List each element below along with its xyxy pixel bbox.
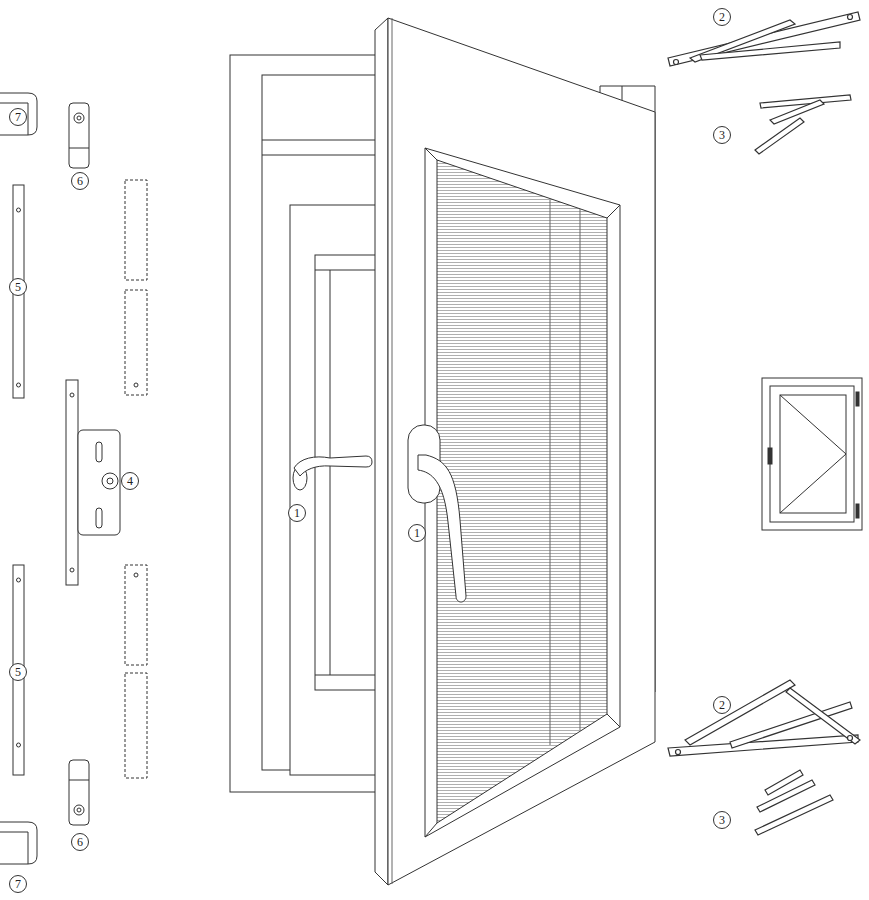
hardware-parts (0, 93, 147, 864)
hardware-parts-shape (134, 383, 138, 387)
sash-shape (425, 148, 437, 160)
friction-stay-shape (848, 15, 853, 20)
hardware-parts-shape (28, 832, 29, 864)
window-icon-shape (770, 386, 854, 522)
window-icon-shape (768, 448, 772, 464)
friction-stay-shape (765, 770, 803, 795)
callout-number: 5 (9, 663, 27, 681)
hardware-parts-shape (17, 578, 21, 582)
back-frame-shape (262, 140, 390, 141)
window-icon-shape (856, 392, 859, 406)
friction-stay-shape (848, 736, 853, 741)
hardware-parts-shape (66, 380, 78, 585)
back-frame-shape (230, 55, 390, 792)
window-icon-shape (780, 395, 846, 513)
hardware-parts-shape (69, 780, 89, 781)
hardware-parts-shape (69, 148, 89, 149)
callout-number: 3 (713, 126, 731, 144)
hardware-parts-shape (70, 393, 74, 397)
hardware-parts-shape (96, 508, 102, 528)
hardware-parts-shape (0, 822, 37, 864)
friction-stay-shape (685, 680, 795, 745)
sash-shape (607, 205, 620, 218)
friction-stay-shape (755, 795, 833, 835)
hardware-parts-shape (28, 103, 29, 135)
callout-number: 6 (71, 833, 89, 851)
callout-number: 3 (713, 811, 731, 829)
sash-shape (550, 200, 551, 745)
callout-number: 5 (9, 278, 27, 296)
callout-number: 1 (408, 524, 426, 542)
friction-stay-shape (668, 12, 860, 66)
friction-stay-shape (700, 42, 840, 60)
sash-shape (437, 160, 607, 823)
hardware-parts-shape (74, 805, 84, 815)
sash-shape (388, 18, 655, 885)
hardware-parts-shape (74, 113, 84, 123)
window-icon-shape (780, 395, 846, 513)
hardware-parts-shape (77, 808, 81, 812)
callout-number: 7 (9, 108, 27, 126)
sash-shape (580, 209, 581, 730)
callout-number: 2 (713, 8, 731, 26)
window-handle-shape (294, 456, 372, 476)
hardware-parts-shape (134, 573, 138, 577)
callout-number: 2 (713, 696, 731, 714)
callout-number: 6 (71, 172, 89, 190)
back-frame-shape (262, 75, 390, 770)
hardware-parts-shape (0, 93, 37, 135)
hardware-parts-shape (125, 565, 147, 665)
sash-shape (375, 18, 388, 885)
hardware-parts-shape (0, 103, 28, 104)
hardware-parts-shape (78, 430, 120, 535)
sash-shape (607, 714, 620, 727)
window-icon (762, 378, 862, 530)
hardware-parts-shape (17, 208, 21, 212)
hardware-parts-shape (125, 290, 147, 395)
sash (375, 18, 655, 885)
back-frame-shape (262, 155, 390, 156)
back-frame-shape (330, 270, 331, 675)
hardware-parts-shape (77, 116, 81, 120)
friction-stay-shape (676, 750, 681, 755)
window-handle (293, 425, 466, 602)
hardware-parts-shape (102, 473, 118, 489)
hardware-parts-shape (17, 383, 21, 387)
hardware-parts-shape (17, 743, 21, 747)
friction-stay-shape (786, 688, 860, 744)
friction-stay-shape (755, 118, 804, 154)
hardware-parts-shape (125, 180, 147, 280)
sash-shape (425, 823, 437, 837)
window-icon-shape (762, 378, 862, 530)
friction-stay-shape (674, 60, 679, 65)
callout-number: 1 (288, 504, 306, 522)
sash-shape (392, 18, 393, 884)
hardware-parts-shape (107, 478, 113, 484)
callout-number: 4 (121, 472, 139, 490)
hardware-parts-shape (69, 760, 89, 825)
hardware-parts-shape (125, 673, 147, 778)
callout-number: 7 (9, 875, 27, 893)
window-icon-shape (856, 504, 859, 518)
hardware-parts-shape (96, 442, 102, 462)
hardware-parts-shape (70, 568, 74, 572)
hardware-parts-shape (69, 103, 89, 168)
hardware-parts-shape (0, 832, 28, 833)
